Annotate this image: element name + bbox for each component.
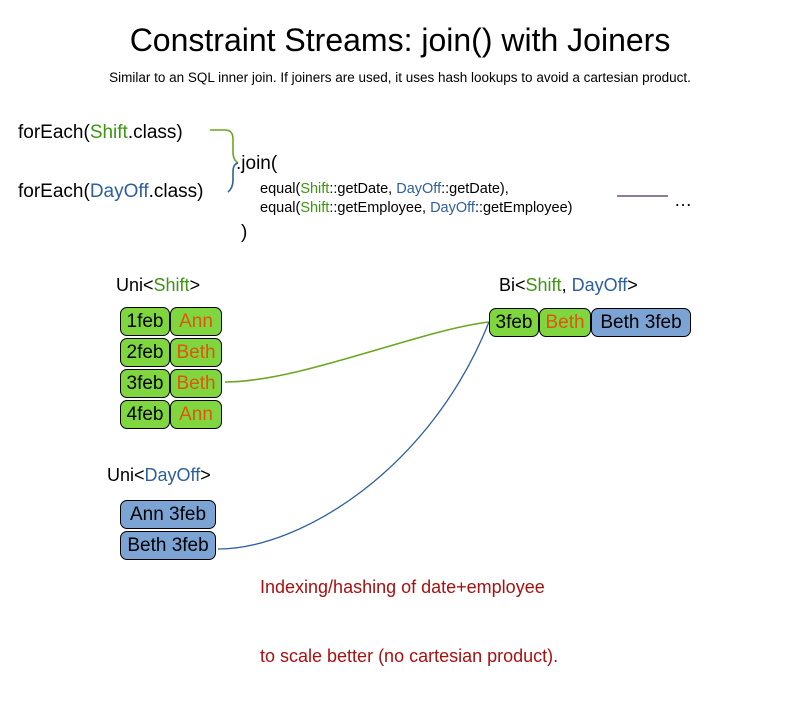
dayoff-cell: Beth 3feb (120, 531, 216, 560)
joiner2-type-b: DayOff (430, 200, 475, 216)
joiner2-prefix: equal( (260, 200, 301, 216)
shift-date-cell: 4feb (120, 400, 170, 429)
uni-shift-suffix: > (189, 275, 201, 295)
joiner1-suffix: ::getDate), (441, 181, 509, 197)
slide-canvas: Constraint Streams: join() with Joiners … (18, 22, 693, 666)
foreach-shift-prefix: forEach( (18, 122, 90, 143)
foreach-dayoff-prefix: forEach( (18, 181, 90, 202)
code-joiner-equal-date: equal(Shift::getDate, DayOff::getDate), (260, 180, 509, 199)
table-row[interactable]: 3feb Beth (120, 369, 222, 398)
ellipsis-label: … (674, 190, 693, 210)
label-uni-dayoff: Uni<DayOff> (107, 464, 211, 486)
wire-shift-row-to-bi (224, 321, 490, 383)
shift-employee-cell: Beth (170, 369, 222, 398)
wire-dayoff-row-to-bi (217, 321, 490, 550)
bi-type-b: DayOff (571, 275, 628, 295)
foreach-dayoff-type: DayOff (89, 181, 149, 202)
uni-shift-fact-list: 1feb Ann 2feb Beth 3feb Beth 4feb Ann (120, 307, 222, 431)
shift-date-cell: 3feb (120, 369, 170, 398)
joiner2-suffix: ::getEmployee) (474, 200, 573, 216)
bi-prefix: Bi< (499, 275, 526, 295)
shift-employee-cell: Beth (170, 338, 222, 367)
bi-comma: , (561, 275, 572, 295)
shift-employee-cell: Ann (170, 307, 222, 336)
annotation-note: Indexing/hashing of date+employee to sca… (260, 530, 558, 714)
bi-shift-employee-cell: Beth (539, 308, 591, 337)
page-subtitle: Similar to an SQL inner join. If joiners… (109, 70, 691, 85)
joiner1-prefix: equal( (260, 181, 301, 197)
joiner1-type-b: DayOff (396, 181, 442, 197)
bi-type-a: Shift (525, 275, 562, 295)
table-row[interactable]: 1feb Ann (120, 307, 222, 336)
annotation-line-1: Indexing/hashing of date+employee (260, 577, 545, 597)
code-foreach-shift: forEach(Shift.class) (18, 121, 183, 145)
code-join-close: ) (241, 222, 248, 243)
shift-date-cell: 2feb (120, 338, 170, 367)
joiner2-mid: ::getEmployee, (329, 200, 431, 216)
uni-dayoff-suffix: > (200, 465, 211, 485)
label-bi-stream: Bi<Shift, DayOff> (499, 274, 638, 296)
page-title: Constraint Streams: join() with Joiners (129, 22, 671, 58)
uni-shift-type: Shift (153, 275, 190, 295)
list-item[interactable]: Ann 3feb (120, 500, 216, 529)
joiner1-type-a: Shift (300, 181, 330, 197)
foreach-dayoff-suffix: .class) (148, 181, 204, 202)
uni-shift-prefix: Uni< (116, 275, 154, 295)
foreach-shift-type: Shift (89, 122, 128, 143)
dayoff-cell: Ann 3feb (120, 500, 216, 529)
joiner1-mid: ::getDate, (329, 181, 397, 197)
shift-date-cell: 1feb (120, 307, 170, 336)
list-item[interactable]: Beth 3feb (120, 531, 216, 560)
bi-suffix: > (627, 275, 638, 295)
code-joiner-equal-employee: equal(Shift::getEmployee, DayOff::getEmp… (260, 199, 572, 218)
bi-dayoff-cell: Beth 3feb (591, 308, 691, 337)
shift-employee-cell: Ann (170, 400, 222, 429)
joiner2-type-a: Shift (300, 200, 330, 216)
code-foreach-dayoff: forEach(DayOff.class) (18, 180, 204, 204)
label-uni-shift: Uni<Shift> (116, 274, 200, 296)
annotation-line-2: to scale better (no cartesian product). (260, 646, 559, 666)
table-row[interactable]: 2feb Beth (120, 338, 222, 367)
code-join-open: .join( (236, 153, 278, 174)
uni-dayoff-fact-list: Ann 3feb Beth 3feb (120, 500, 216, 562)
uni-dayoff-type: DayOff (144, 465, 201, 485)
bi-fact-row[interactable]: 3feb Beth Beth 3feb (489, 308, 691, 337)
table-row[interactable]: 4feb Ann (120, 400, 222, 429)
wire-shift-to-join (210, 129, 239, 164)
bi-shift-date-cell: 3feb (489, 308, 539, 337)
uni-dayoff-prefix: Uni< (107, 465, 145, 485)
foreach-shift-suffix: .class) (127, 122, 183, 143)
